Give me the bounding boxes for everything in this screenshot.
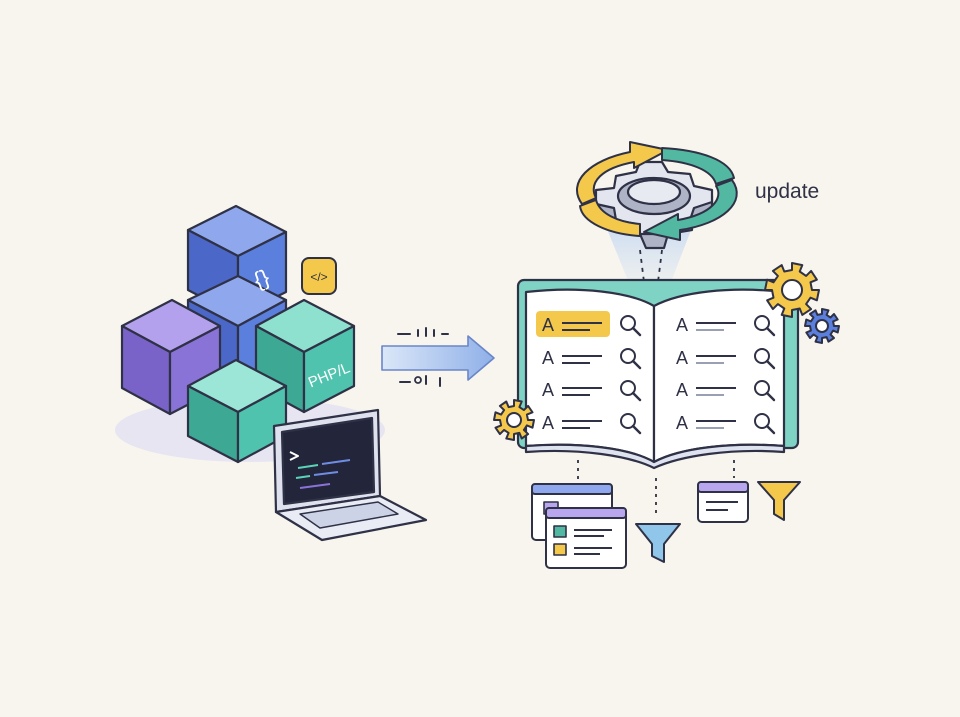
magnifier-icon [754, 315, 776, 337]
magnifier-icon [620, 315, 642, 337]
index-row: A [676, 348, 776, 370]
card-stack-icon [531, 483, 627, 569]
terminal-icon [289, 451, 351, 489]
magnifier-icon [620, 348, 642, 370]
filter-icon-center [635, 523, 681, 563]
index-row: A [676, 380, 776, 402]
filter-icon-right [757, 481, 801, 521]
code-cubes-group [115, 204, 385, 464]
code-tag-icon: </> [301, 257, 337, 295]
index-row: A [676, 315, 776, 337]
index-book [516, 278, 800, 470]
purple-cube [120, 298, 222, 416]
gear-icon-small-right [804, 308, 840, 344]
svg-text:</>: </> [310, 270, 327, 284]
index-letter: A [676, 380, 688, 400]
index-row: A [542, 413, 642, 435]
index-letter: A [542, 348, 554, 368]
gear-icon-top-right [764, 262, 820, 318]
magnifier-icon [754, 380, 776, 402]
gear-icon [594, 160, 714, 250]
update-label: update [755, 180, 819, 203]
arrow-right-icon [381, 327, 495, 387]
magnifier-icon [620, 380, 642, 402]
connector-lines [577, 460, 735, 516]
index-letter: A [542, 315, 554, 335]
index-row: A [676, 413, 776, 435]
gear-icon-left [493, 399, 535, 441]
index-row: A [542, 380, 642, 402]
index-letter: A [542, 413, 554, 433]
index-letter: A [676, 348, 688, 368]
panel-icon [697, 481, 749, 523]
index-letter: A [542, 380, 554, 400]
index-row: A [536, 311, 642, 337]
refresh-cycle-icon [576, 141, 738, 241]
magnifier-icon [754, 413, 776, 435]
motion-dashes [397, 327, 449, 387]
index-letter: A [676, 315, 688, 335]
index-row: A [542, 348, 642, 370]
magnifier-icon [620, 413, 642, 435]
index-letter: A [676, 413, 688, 433]
laptop-terminal [272, 408, 428, 542]
magnifier-icon [754, 348, 776, 370]
